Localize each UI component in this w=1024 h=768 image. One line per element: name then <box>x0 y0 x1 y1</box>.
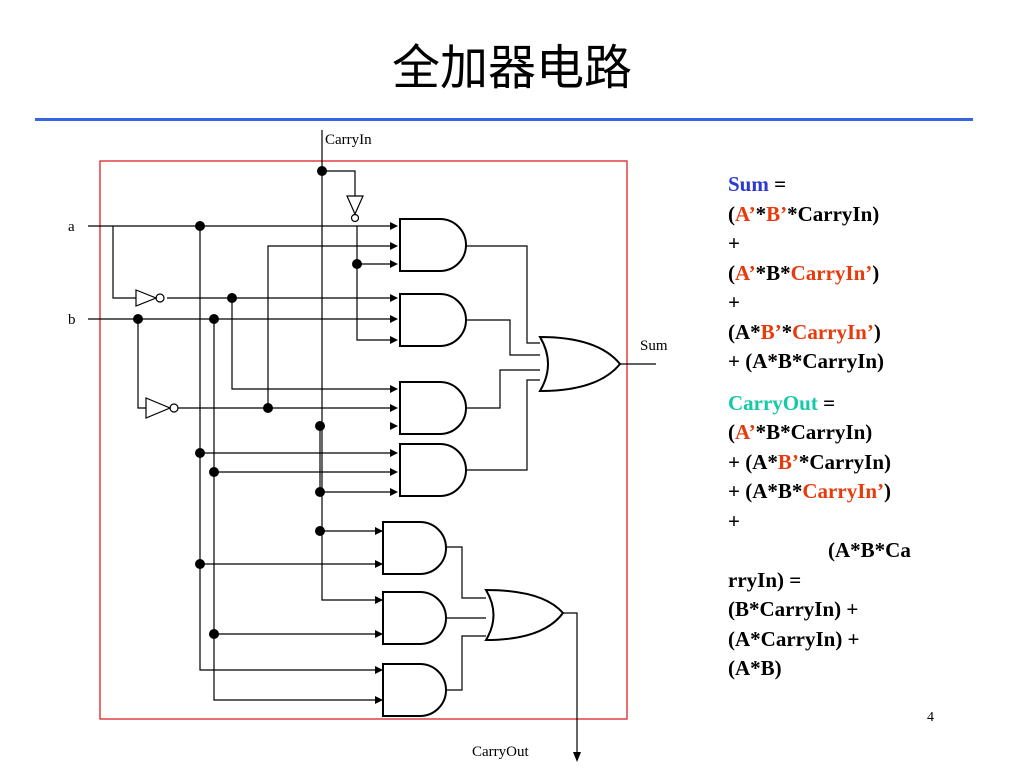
plus-2: + <box>728 290 740 314</box>
junction-dots <box>133 166 362 639</box>
and-gate-sum-1 <box>399 218 467 272</box>
full-adder-circuit-diagram: CarryIn a b Sum CarryOut <box>68 130 668 762</box>
carry-term-3: + (A*B*CarryIn’) <box>728 479 892 503</box>
slide-title: 全加器电路 <box>391 40 632 96</box>
a-inverter <box>135 289 158 307</box>
carry-simplified-3: (A*B) <box>728 656 782 680</box>
carry-term-4a: (A*B*Ca <box>828 538 911 562</box>
sum-term-2: (A’*B*CarryIn’) <box>728 260 880 285</box>
and-gate-sum-4 <box>399 443 467 497</box>
and-gate-carry-3 <box>382 663 447 717</box>
sum-term-1: (A’*B’*CarryIn) <box>728 201 880 226</box>
sum-term-4: + (A*B*CarryIn) <box>728 349 885 373</box>
carry-simplified-1: (B*CarryIn) + <box>728 597 859 621</box>
b-inverter <box>145 397 172 419</box>
carryin-label: CarryIn <box>325 132 372 148</box>
sum-name: Sum <box>728 172 769 196</box>
equations-panel: Sum = (A’*B’*CarryIn) + (A’*B*CarryIn’) … <box>728 170 988 684</box>
page-number: 4 <box>927 710 934 725</box>
carryin-inverter <box>346 195 364 216</box>
carryout-heading: CarryOut = <box>728 390 836 415</box>
or-gate-sum <box>538 335 622 393</box>
input-b-label: b <box>68 312 76 328</box>
carryout-label: CarryOut <box>472 744 529 760</box>
sum-heading: Sum = <box>728 172 787 196</box>
plus-1: + <box>728 231 740 255</box>
carry-plus: + <box>728 508 740 533</box>
carry-simplified-2: (A*CarryIn) + <box>728 626 860 651</box>
carry-term-1: (A’*B*CarryIn) <box>728 420 873 444</box>
and-gate-carry-1 <box>382 521 447 575</box>
and-gate-carry-2 <box>382 591 447 645</box>
sum-label: Sum <box>640 338 668 354</box>
carryout-name: CarryOut <box>728 390 818 415</box>
and-gate-sum-2 <box>399 293 467 347</box>
sum-term-3: (A*B’*CarryIn’) <box>728 319 881 344</box>
carry-term-2: + (A*B’*CarryIn) <box>728 449 892 474</box>
circuit-frame <box>99 160 628 720</box>
and-gate-sum-3 <box>399 381 467 435</box>
input-a-label: a <box>68 219 75 235</box>
or-gate-carryout <box>484 588 565 642</box>
title-divider <box>35 118 973 121</box>
carry-term-4b: rryIn) = <box>728 567 802 592</box>
